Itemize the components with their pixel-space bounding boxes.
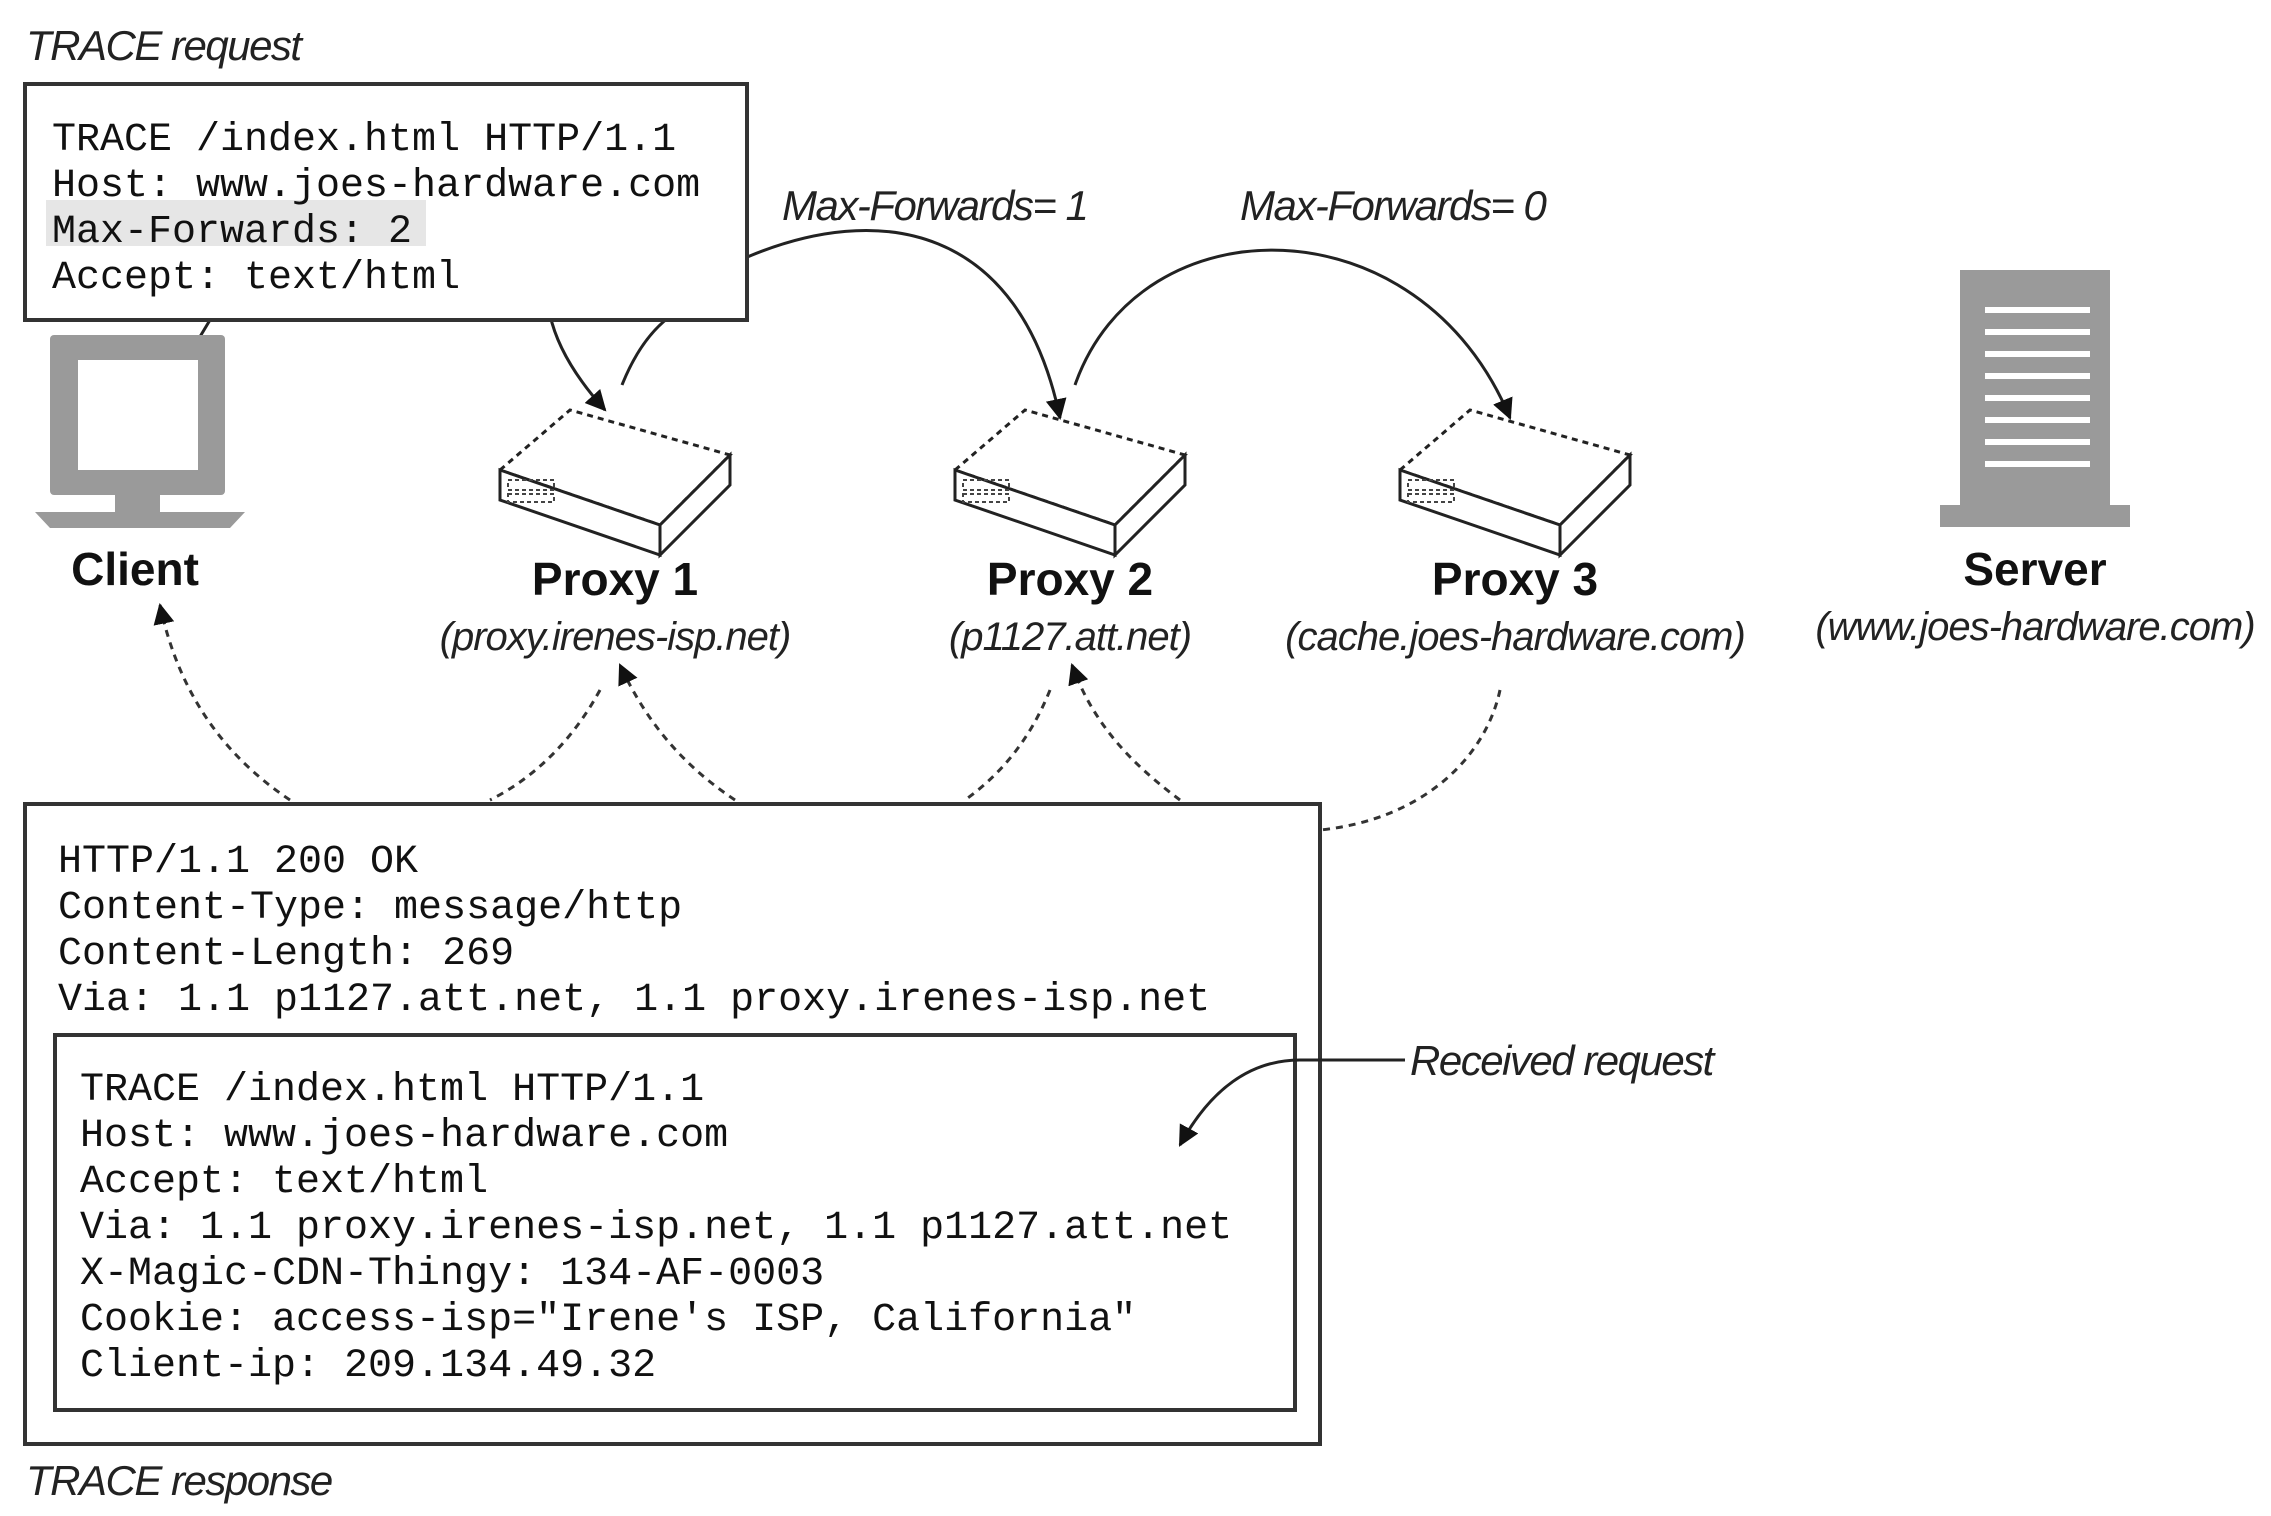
request-arrow-proxy1-to-proxy2 (744, 229, 1067, 421)
trace-response-caption: TRACE response (26, 1457, 332, 1504)
request-line: TRACE /index.html HTTP/1.1 (52, 118, 676, 163)
proxy3-label: Proxy 3 (1432, 553, 1598, 605)
received-host-header: Host: www.joes-hardware.com (80, 1114, 728, 1159)
response-via-header: Via: 1.1 p1127.att.net, 1.1 proxy.irenes… (58, 978, 1210, 1023)
response-content-type-header: Content-Type: message/http (58, 886, 682, 931)
response-arrow-to-client (153, 602, 291, 802)
trace-request-box: TRACE /index.html HTTP/1.1 Host: www.joe… (23, 82, 749, 322)
proxy3-host-label: (cache.joes-hardware.com) (1285, 615, 1745, 659)
response-arrow-proxy3-exit (1319, 689, 1502, 832)
response-arrow-proxy2-to-proxy1 (618, 663, 736, 802)
proxy3-device-icon (1397, 408, 1633, 559)
received-cookie-header: Cookie: access-isp="Irene's ISP, Califor… (80, 1298, 1136, 1343)
response-arrow-proxy3-to-proxy2 (1068, 663, 1181, 802)
received-accept-header: Accept: text/html (80, 1160, 488, 1205)
request-max-forwards-header: Max-Forwards: 2 (52, 210, 412, 255)
response-content-length-header: Content-Length: 269 (58, 932, 514, 977)
proxy1-exit-arc (620, 316, 669, 386)
client-computer-icon (35, 335, 245, 528)
received-request-box: TRACE /index.html HTTP/1.1 Host: www.joe… (53, 1033, 1297, 1412)
hop2-max-forwards-label: Max-Forwards= 0 (1240, 182, 1548, 229)
received-client-ip-header: Client-ip: 209.134.49.32 (80, 1344, 656, 1389)
proxy1-host-label: (proxy.irenes-isp.net) (440, 615, 791, 659)
received-request-line: TRACE /index.html HTTP/1.1 (80, 1068, 704, 1113)
received-request-pointer (1178, 1058, 1405, 1147)
proxy1-device-icon (497, 408, 733, 559)
request-accept-header: Accept: text/html (52, 256, 460, 301)
received-cdn-header: X-Magic-CDN-Thingy: 134-AF-0003 (80, 1252, 824, 1297)
received-request-label: Received request (1410, 1037, 1717, 1084)
response-arrow-proxy1-to-client (489, 689, 602, 802)
server-host-label: (www.joes-hardware.com) (1815, 605, 2254, 649)
hop1-max-forwards-label: Max-Forwards= 1 (782, 182, 1087, 229)
server-label: Server (1963, 543, 2106, 595)
trace-request-caption: TRACE request (26, 22, 304, 69)
proxy1-label: Proxy 1 (532, 553, 698, 605)
proxy2-label: Proxy 2 (987, 553, 1153, 605)
proxy2-host-label: (p1127.att.net) (949, 615, 1191, 659)
response-arrow-proxy2-exit (964, 689, 1052, 802)
client-label: Client (71, 543, 199, 595)
request-arrow-client-to-proxy1 (548, 314, 607, 412)
response-status-line: HTTP/1.1 200 OK (58, 840, 418, 885)
trace-response-box: HTTP/1.1 200 OK Content-Type: message/ht… (23, 802, 1322, 1446)
received-via-header: Via: 1.1 proxy.irenes-isp.net, 1.1 p1127… (80, 1206, 1232, 1251)
proxy2-device-icon (952, 408, 1188, 559)
request-host-header: Host: www.joes-hardware.com (52, 164, 700, 209)
request-arrow-proxy2-to-proxy3 (1073, 248, 1513, 420)
server-icon (1940, 270, 2130, 527)
